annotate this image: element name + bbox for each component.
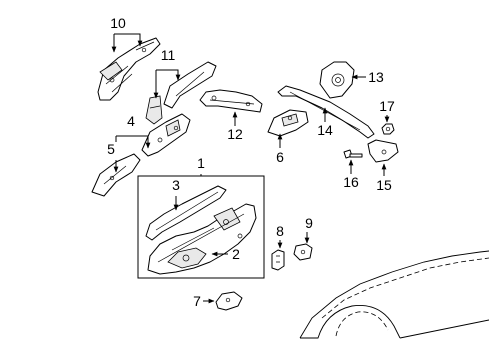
inner-apron-part <box>147 203 257 275</box>
callout-14: 14 <box>317 122 333 138</box>
callout-13: 13 <box>368 69 384 85</box>
mount-bracket-part <box>319 61 355 99</box>
callout-8: 8 <box>276 223 284 239</box>
small-bracket-part <box>215 291 243 311</box>
nut-part <box>381 123 395 135</box>
apron-bracket-part <box>141 113 191 157</box>
upper-apron-rail-part <box>145 185 227 241</box>
callout-5: 5 <box>107 141 115 157</box>
callout-11: 11 <box>161 47 176 63</box>
leader-11b <box>156 69 181 81</box>
callout-7: 7 <box>193 293 201 309</box>
callout-2: 2 <box>232 246 240 262</box>
clip-part <box>271 249 285 271</box>
callout-12: 12 <box>227 126 243 142</box>
bolt-part <box>343 149 363 159</box>
support-brace-part <box>367 139 399 163</box>
callout-6: 6 <box>276 149 284 165</box>
bracket-part <box>267 109 309 137</box>
leader-10b <box>114 33 143 47</box>
callout-4: 4 <box>127 113 135 129</box>
callout-10: 10 <box>110 15 126 31</box>
callout-17: 17 <box>379 98 395 114</box>
lower-rail-part <box>91 153 141 197</box>
callout-1: 1 <box>197 155 205 171</box>
assembly-group-box <box>137 175 265 279</box>
bracket-clip-part <box>293 243 313 261</box>
leader-4 <box>116 135 151 149</box>
callout-3: 3 <box>172 177 180 193</box>
callout-16: 16 <box>343 174 359 190</box>
fender-outline <box>299 250 489 339</box>
rail-reinforcement-part <box>145 61 217 125</box>
upper-rail-part <box>97 37 161 101</box>
strut-brace-part <box>199 89 263 113</box>
callout-9: 9 <box>305 215 313 231</box>
callout-15: 15 <box>376 177 392 193</box>
